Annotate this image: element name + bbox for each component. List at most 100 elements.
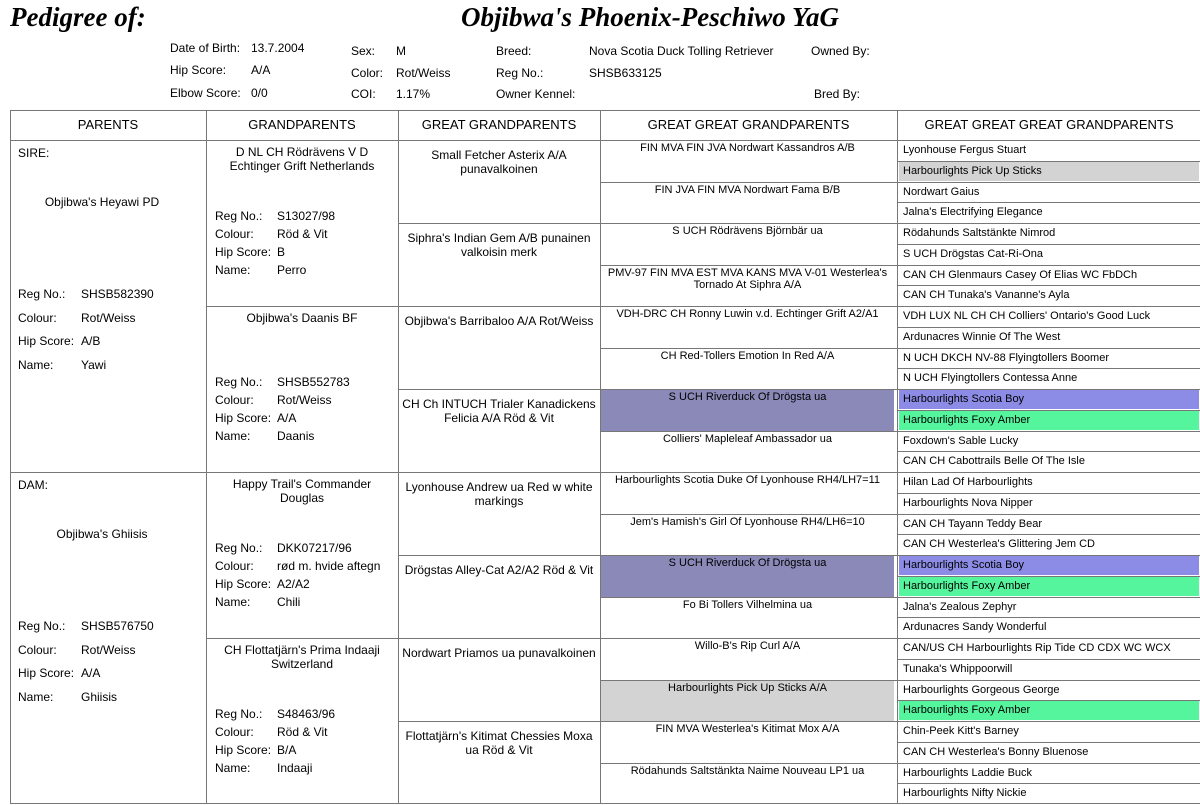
great-great-grandparent-cell: S UCH Rödrävens Björnbär ua bbox=[672, 225, 823, 237]
owner-kennel-label: Owner Kennel: bbox=[496, 87, 576, 101]
row-divider bbox=[398, 306, 600, 307]
great-great-great-grandparent-cell: Harbourlights Laddie Buck bbox=[903, 767, 1033, 779]
parent-call-name: Ghiisis bbox=[81, 690, 118, 704]
grandparent-colour: Röd & Vit bbox=[277, 227, 328, 241]
grandparent-name: Objibwa's Daanis BF bbox=[246, 311, 358, 325]
reg-label: Reg No.: bbox=[215, 375, 263, 389]
great-grandparent-cell: Small Fetcher Asterix A/A punavalkoinen bbox=[431, 148, 567, 176]
parent-hip: A/B bbox=[81, 334, 101, 348]
parent-hip: A/A bbox=[81, 666, 101, 680]
great-great-great-grandparent-cell: CAN CH Cabottrails Belle Of The Isle bbox=[903, 455, 1085, 467]
great-great-great-grandparent-cell: CAN/US CH Harbourlights Rip Tide CD CDX … bbox=[903, 642, 1171, 654]
row-divider bbox=[600, 182, 897, 183]
reg-label: Reg No.: bbox=[215, 707, 263, 721]
row-divider bbox=[600, 597, 897, 598]
row-divider bbox=[897, 472, 1200, 473]
row-divider bbox=[897, 597, 1200, 598]
great-great-great-grandparent-cell: CAN CH Westerlea's Bonny Bluenose bbox=[903, 746, 1089, 758]
row-divider bbox=[897, 783, 1200, 784]
row-divider bbox=[897, 555, 1200, 556]
elbow-score-label: Elbow Score: bbox=[170, 86, 241, 100]
grandparent-hip: A2/A2 bbox=[277, 577, 310, 591]
row-divider bbox=[897, 389, 1200, 390]
row-divider bbox=[600, 555, 897, 556]
great-great-great-grandparent-cell: N UCH Flyingtollers Contessa Anne bbox=[903, 372, 1078, 384]
name-label: Name: bbox=[18, 358, 54, 372]
row-divider bbox=[897, 514, 1200, 515]
hip-label: Hip Score: bbox=[215, 411, 272, 425]
grandparent-hip: A/A bbox=[277, 411, 297, 425]
color-value: Rot/Weiss bbox=[396, 66, 451, 80]
name-label: Name: bbox=[215, 429, 251, 443]
breed-value: Nova Scotia Duck Tolling Retriever bbox=[589, 44, 774, 58]
row-divider bbox=[600, 514, 897, 515]
great-great-great-grandparent-cell: Harbourlights Scotia Boy bbox=[899, 556, 1199, 575]
great-great-great-grandparent-cell: Jalna's Electrifying Elegance bbox=[903, 206, 1043, 218]
column-header: GREAT GREAT GRANDPARENTS bbox=[647, 117, 850, 132]
great-grandparent-cell: Nordwart Priamos ua punavalkoinen bbox=[402, 646, 596, 660]
row-divider bbox=[897, 451, 1200, 452]
grandparent-call-name: Perro bbox=[277, 263, 307, 277]
breed-label: Breed: bbox=[496, 44, 532, 58]
grandparent-name: CH Flottatjärn's Prima Indaaji Switzerla… bbox=[224, 643, 380, 671]
reg-label: Reg No.: bbox=[18, 287, 66, 301]
grandparent-name: D NL CH Rödrävens V D Echtinger Grift Ne… bbox=[229, 145, 375, 173]
table-border-bottom bbox=[10, 803, 1200, 804]
name-label: Name: bbox=[215, 595, 251, 609]
reg-no-value: SHSB633125 bbox=[589, 66, 662, 80]
column-divider bbox=[600, 110, 601, 804]
parent-role: DAM: bbox=[18, 478, 48, 492]
coi-value: 1.17% bbox=[396, 87, 431, 101]
name-label: Name: bbox=[215, 263, 251, 277]
row-divider bbox=[897, 763, 1200, 764]
row-divider bbox=[600, 638, 897, 639]
dob-value: 13.7.2004 bbox=[251, 41, 305, 55]
great-great-great-grandparent-cell: Chin-Peek Kitt's Barney bbox=[903, 725, 1019, 737]
colour-label: Colour: bbox=[18, 643, 57, 657]
great-great-grandparent-cell: Rödahunds Saltstänkta Naime Nouveau LP1 … bbox=[630, 765, 865, 777]
colour-label: Colour: bbox=[215, 227, 254, 241]
row-divider bbox=[398, 555, 600, 556]
grandparent-reg: DKK07217/96 bbox=[277, 541, 352, 555]
row-divider bbox=[600, 223, 897, 224]
parent-colour: Rot/Weiss bbox=[81, 311, 136, 325]
row-divider bbox=[897, 493, 1200, 494]
great-great-great-grandparent-cell: Lyonhouse Fergus Stuart bbox=[903, 144, 1027, 156]
row-divider bbox=[897, 617, 1200, 618]
great-great-grandparent-cell: Willo-B's Rip Curl A/A bbox=[694, 640, 801, 652]
row-divider bbox=[897, 161, 1200, 162]
elbow-score-value: 0/0 bbox=[251, 86, 268, 100]
hip-label: Hip Score: bbox=[18, 334, 75, 348]
great-great-great-grandparent-cell: Harbourlights Gorgeous George bbox=[903, 684, 1060, 696]
great-great-great-grandparent-cell: Harbourlights Nova Nipper bbox=[903, 497, 1033, 509]
great-great-grandparent-cell: Jem's Hamish's Girl Of Lyonhouse RH4/LH6… bbox=[630, 516, 865, 528]
row-divider bbox=[897, 244, 1200, 245]
great-great-great-grandparent-cell: CAN CH Tayann Teddy Bear bbox=[903, 518, 1042, 530]
great-great-grandparent-cell: Harbourlights Pick Up Sticks A/A bbox=[601, 681, 894, 721]
sex-label: Sex: bbox=[351, 44, 376, 58]
row-divider bbox=[897, 638, 1200, 639]
great-great-great-grandparent-cell: Harbourlights Foxy Amber bbox=[899, 577, 1199, 596]
grandparent-reg: S13027/98 bbox=[277, 209, 336, 223]
bred-by-label: Bred By: bbox=[814, 87, 861, 101]
grandparent-hip: B/A bbox=[277, 743, 297, 757]
row-divider bbox=[398, 472, 600, 473]
row-divider bbox=[897, 327, 1200, 328]
grandparent-call-name: Chili bbox=[277, 595, 301, 609]
great-grandparent-cell: Siphra's Indian Gem A/B punainen valkois… bbox=[407, 231, 591, 259]
great-great-great-grandparent-cell: Foxdown's Sable Lucky bbox=[903, 435, 1019, 447]
great-great-great-grandparent-cell: Ardunacres Winnie Of The West bbox=[903, 331, 1061, 343]
great-grandparent-cell: Objibwa's Barribaloo A/A Rot/Weiss bbox=[404, 314, 594, 328]
column-divider bbox=[206, 110, 207, 804]
great-great-great-grandparent-cell: CAN CH Tunaka's Vananne's Ayla bbox=[903, 289, 1070, 301]
owned-by-label: Owned By: bbox=[811, 44, 870, 58]
parent-colour: Rot/Weiss bbox=[81, 643, 136, 657]
reg-label: Reg No.: bbox=[18, 619, 66, 633]
colour-label: Colour: bbox=[215, 393, 254, 407]
hip-score-value: A/A bbox=[251, 63, 271, 77]
parent-reg: SHSB582390 bbox=[81, 287, 154, 301]
great-great-grandparent-cell: PMV-97 FIN MVA EST MVA KANS MVA V-01 Wes… bbox=[607, 267, 888, 291]
row-divider bbox=[897, 368, 1200, 369]
column-divider bbox=[398, 110, 399, 804]
header-divider bbox=[10, 140, 1200, 141]
